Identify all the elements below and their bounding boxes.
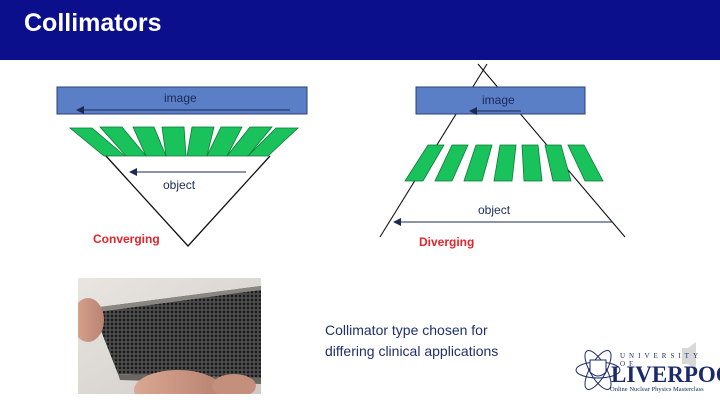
logo-name: LIVERPOOL: [611, 362, 720, 387]
university-logo: [575, 342, 696, 390]
diverging-image-label: image: [482, 93, 515, 107]
septum: [247, 127, 300, 157]
septum: [567, 144, 604, 182]
septum: [68, 127, 127, 157]
converging-image-label: image: [164, 91, 197, 105]
speaker-icon: [682, 342, 696, 370]
septum: [463, 144, 493, 182]
converging-septa: [68, 126, 300, 157]
septum: [161, 126, 187, 157]
septum: [493, 144, 517, 182]
septum: [434, 144, 469, 182]
caption: Collimator type chosen for differing cli…: [325, 320, 585, 362]
diverging-collimator: image object Diverging: [379, 63, 626, 249]
converging-collimator: image object Converging: [56, 86, 308, 247]
title-bar: Collimators: [0, 0, 720, 60]
caption-line-1: Collimator type chosen for: [325, 322, 488, 338]
converging-type-label: Converging: [93, 232, 160, 246]
atom-emblem-icon: [575, 350, 621, 390]
converging-object-label: object: [163, 178, 196, 192]
diverging-septa: [404, 144, 604, 182]
converging-field-outline: [105, 155, 271, 247]
septum: [404, 144, 445, 182]
septum: [521, 144, 543, 182]
collimator-photo: [78, 278, 261, 394]
caption-line-2: differing clinical applications: [325, 343, 499, 359]
diverging-type-label: Diverging: [419, 235, 474, 249]
logo-small-text: UNIVERSITY OF: [620, 352, 702, 368]
logo-subtitle: Online Nuclear Physics Masterclass: [610, 386, 704, 393]
diverging-image-plane: [415, 86, 586, 115]
septum: [544, 144, 572, 182]
diverging-object-label: object: [478, 203, 511, 217]
slide-title: Collimators: [24, 9, 162, 37]
